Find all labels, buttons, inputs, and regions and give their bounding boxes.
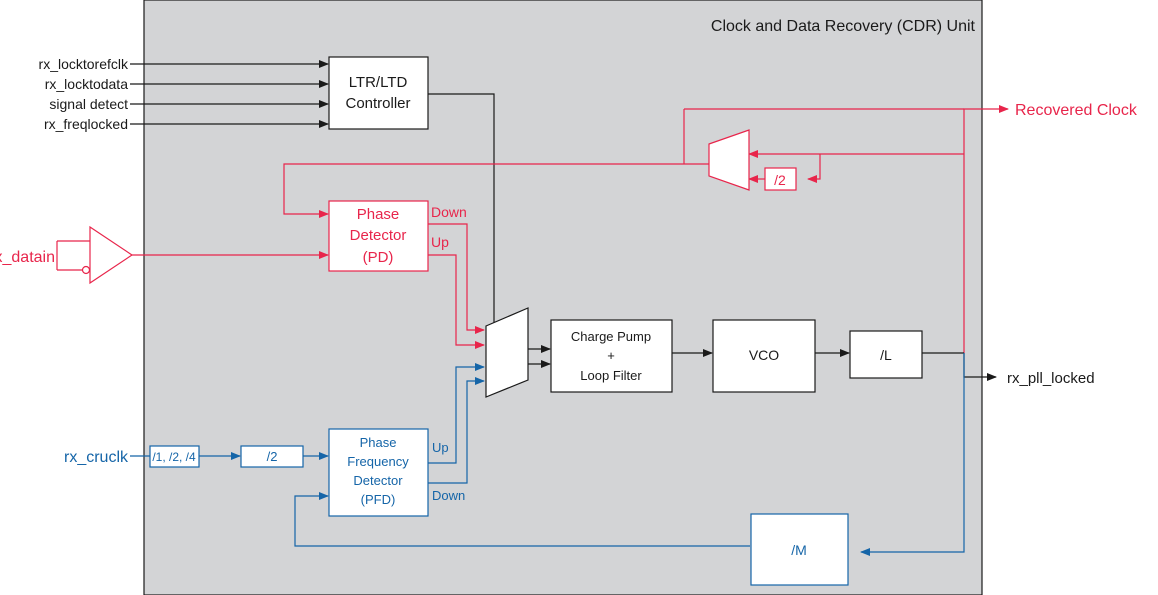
cdr-unit-title: Clock and Data Recovery (CDR) Unit — [711, 18, 976, 35]
recovered-clock-mux — [708, 129, 750, 191]
ltr-ltd-label-1: LTR/LTD — [349, 74, 408, 91]
charge-pump-label-1: Charge Pump — [571, 329, 651, 344]
charge-pump-block — [550, 319, 673, 393]
vco-label: VCO — [749, 347, 779, 363]
output-rx-pll-locked: rx_pll_locked — [1007, 370, 1095, 387]
prescaler-block — [149, 445, 200, 468]
charge-pump-label-3: Loop Filter — [580, 368, 642, 383]
main-mux — [485, 307, 529, 398]
mux-select-line — [428, 93, 495, 333]
pd-down-label: Down — [431, 204, 467, 220]
pd-label-3: (PD) — [363, 249, 394, 266]
control-inputs — [130, 60, 329, 128]
pd-label-1: Phase — [357, 206, 400, 223]
div-2-top-block — [764, 167, 797, 191]
phase-detector-block — [328, 200, 429, 272]
recovered-clock-wires — [283, 105, 1009, 353]
rx-datain-wires — [56, 240, 329, 271]
div-m-block — [750, 513, 849, 586]
pfd-label-3: Detector — [353, 473, 403, 488]
vco-block — [712, 319, 816, 393]
ltr-ltd-controller-block — [328, 56, 429, 130]
pfd-up-label: Up — [432, 440, 449, 455]
rx-datain-buffer — [81, 225, 134, 285]
pd-to-mux-wires — [428, 223, 485, 349]
input-rx-datain: rx_datain — [0, 249, 55, 266]
input-signal-detect: signal detect — [49, 96, 128, 112]
div-m-label: /M — [791, 542, 807, 558]
div-l-label: /L — [880, 347, 892, 363]
input-rx-cruclk: rx_cruclk — [64, 449, 129, 466]
prescaler-label: /1, /2, /4 — [152, 450, 196, 464]
input-rx-locktorefclk: rx_locktorefclk — [39, 56, 129, 72]
pfd-block — [328, 428, 429, 517]
input-rx-freqlocked: rx_freqlocked — [44, 116, 128, 132]
input-rx-locktodata: rx_locktodata — [45, 76, 128, 92]
pfd-label-2: Frequency — [347, 454, 409, 469]
div-2-bottom-label: /2 — [267, 449, 278, 464]
pfd-down-label: Down — [432, 488, 465, 503]
pfd-label-1: Phase — [360, 435, 397, 450]
ltr-ltd-label-2: Controller — [345, 95, 410, 112]
cdr-unit-panel — [143, 0, 983, 595]
pfd-label-4: (PFD) — [361, 492, 396, 507]
ref-clock-wires — [130, 353, 965, 556]
charge-pump-label-2: + — [607, 348, 615, 363]
pd-up-label: Up — [431, 234, 449, 250]
div-l-block — [849, 330, 923, 379]
div-2-top-label: /2 — [774, 172, 786, 188]
pd-label-2: Detector — [350, 227, 407, 244]
div-2-bottom-block — [240, 445, 304, 468]
output-recovered-clock: Recovered Clock — [1015, 102, 1138, 119]
